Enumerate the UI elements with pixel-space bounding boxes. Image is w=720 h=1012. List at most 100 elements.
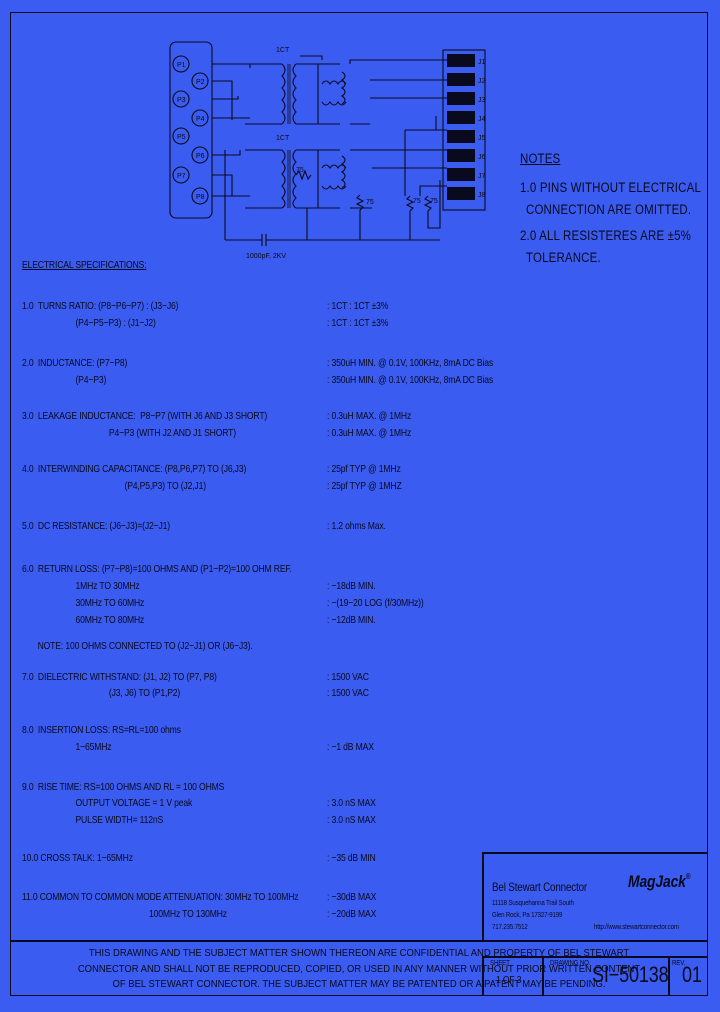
spec-row-4-value: : 0.3uH MAX. @ 1MHz (327, 410, 412, 422)
magjack-logo: MagJack® (628, 872, 691, 892)
confidential-line-3: OF BEL STEWART CONNECTOR. THE SUBJECT MA… (112, 978, 606, 990)
transformer-top (245, 55, 370, 125)
sheet-value: 1 OF 3 (496, 974, 522, 986)
spec-row-19-label: OUTPUT VOLTAGE = 1 V peak (22, 797, 193, 809)
spec-row-13-label: NOTE: 100 OHMS CONNECTED TO (J2−J1) OR (… (22, 640, 253, 652)
spec-row-12-value: : −12dB MIN. (327, 614, 376, 626)
titleblock-border-left (482, 852, 484, 940)
sheet-block-divider-2 (668, 956, 670, 996)
pin-label-p3: P3 (177, 97, 186, 104)
confidential-notice: THIS DRAWING AND THE SUBJECT MATTER SHOW… (47, 946, 672, 993)
resistor-label-4: 75 (430, 198, 438, 205)
pin-label-p4: P4 (196, 116, 205, 123)
spec-row-10-value: : −18dB MIN. (327, 580, 376, 592)
spec-row-15-label: (J3, J6) TO (P1,P2) (22, 687, 181, 699)
spec-row-3-label: (P4−P3) (22, 374, 107, 386)
spec-row-8-value: : 1.2 ohms Max. (327, 520, 386, 532)
spec-row-16-label: 8.0 INSERTION LOSS: RS=RL=100 ohms (22, 724, 181, 736)
spec-row-5-value: : 0.3uH MAX. @ 1MHz (327, 427, 412, 439)
spec-row-10-label: 1MHz TO 30MHz (22, 580, 140, 592)
confidential-line-2: CONNECTOR AND SHALL NOT BE REPRODUCED, C… (77, 962, 641, 975)
spec-row-23-label: 100MHz TO 130MHz (22, 908, 227, 920)
sheet-block-divider-1 (542, 956, 544, 996)
resistor-label-2: 75 (366, 199, 374, 206)
spec-row-20-label: PULSE WIDTH= 112nS (22, 814, 164, 826)
registered-mark: ® (685, 872, 691, 881)
drawing-frame (10, 12, 708, 996)
note-1-line-1: 1.0 PINS WITHOUT ELECTRICAL (520, 180, 702, 195)
spec-row-2-label: 2.0 INDUCTANCE: (P7−P8) (22, 357, 128, 369)
spec-row-11-value: : −(19−20 LOG (f/30MHz)) (327, 597, 424, 609)
spec-row-17-label: 1−65MHz (22, 741, 112, 753)
spec-row-1-value: : 1CT : 1CT ±3% (327, 317, 389, 329)
revision-number: 01 (682, 962, 702, 987)
capacitor-label: 1000pF, 2KV (246, 253, 286, 260)
confidential-line-1: THIS DRAWING AND THE SUBJECT MATTER SHOW… (88, 947, 630, 959)
spec-row-4-label: 3.0 LEAKAGE INDUCTANCE: P8−P7 (WITH J6 A… (22, 410, 268, 422)
note-2-line-1: 2.0 ALL RESISTERES ARE ±5% (520, 228, 692, 243)
spec-row-7-value: : 25pf TYP @ 1MHZ (327, 480, 402, 492)
pin-label-j1: J1 (478, 59, 486, 66)
pin-label-p1: P1 (177, 62, 186, 69)
titleblock-border-bottom (10, 940, 708, 942)
spec-row-5-label: P4−P3 (WITH J2 AND J1 SHORT) (22, 427, 236, 439)
resistor-label-3: 75 (413, 198, 421, 205)
pin-label-p8: P8 (196, 194, 205, 201)
company-url: http://www.stewartconnector.com (594, 922, 679, 931)
notes-title: NOTES (520, 151, 561, 166)
pin-label-p7: P7 (177, 173, 186, 180)
pin-label-j3: J3 (478, 97, 486, 104)
specs-heading: ELECTRICAL SPECIFICATIONS: (22, 259, 147, 271)
spec-row-12-label: 60MHz TO 80MHz (22, 614, 145, 626)
pin-label-j6: J6 (478, 154, 486, 161)
titleblock-border-top (482, 852, 708, 854)
schematic-diagram: P1 P2 P3 P4 P5 P6 P7 P8 (169, 41, 486, 260)
spec-row-21-value: : −35 dB MIN (327, 852, 376, 864)
sheet-label: SHEET (490, 958, 510, 967)
spec-row-0-label: 1.0 TURNS RATIO: (P8−P6−P7) : (J3−J6) (22, 300, 179, 312)
spec-row-21-label: 10.0 CROSS TALK: 1−65MHz (22, 852, 133, 864)
company-phone: 717.235.7512 (492, 922, 528, 931)
pin-label-j5: J5 (478, 135, 486, 142)
pin-label-p5: P5 (177, 134, 186, 141)
spec-row-2-value: : 350uH MIN. @ 0.1V, 100KHz, 8mA DC Bias (327, 357, 494, 369)
spec-row-9-label: 6.0 RETURN LOSS: (P7−P8)=100 OHMS AND (P… (22, 563, 292, 575)
company-address-2: Glen Rock, Pa 17327-9199 (492, 910, 563, 919)
sheet-block-border-top (482, 956, 708, 958)
company-name: Bel Stewart Connector (492, 880, 588, 894)
spec-row-17-value: : −1 dB MAX (327, 741, 374, 753)
spec-row-0-value: : 1CT : 1CT ±3% (327, 300, 389, 312)
spec-row-23-value: : −20dB MAX (327, 908, 377, 920)
spec-row-22-label: 11.0 COMMON TO COMMON MODE ATTENUATION: … (22, 891, 299, 903)
pin-label-p2: P2 (196, 79, 205, 86)
spec-row-11-label: 30MHz TO 60MHz (22, 597, 145, 609)
sheet-block-border-left (482, 956, 484, 996)
resistor-label-1: 75 (296, 167, 304, 174)
spec-row-3-value: : 350uH MIN. @ 0.1V, 100KHz, 8mA DC Bias (327, 374, 494, 386)
drawing-number-label: DRAWING NO. (550, 958, 591, 967)
rj45-housing-left (169, 41, 213, 219)
transformer-bottom (245, 149, 372, 240)
spec-row-8-label: 5.0 DC RESISTANCE: (J6−J3)=(J2−J1) (22, 520, 170, 532)
spec-row-7-label: (P4,P5,P3) TO (J2,J1) (22, 480, 206, 492)
note-1-line-2: CONNECTION ARE OMITTED. (526, 202, 692, 217)
spec-row-20-value: : 3.0 nS MAX (327, 814, 376, 826)
company-address-1: 11118 Susquehanna Trail South (492, 898, 574, 907)
spec-row-19-value: : 3.0 nS MAX (327, 797, 376, 809)
pin-label-j8: J8 (478, 192, 486, 199)
drawing-number: SI−50138 (592, 962, 669, 987)
spec-row-6-label: 4.0 INTERWINDING CAPACITANCE: (P8,P6,P7)… (22, 463, 247, 475)
spec-row-6-value: : 25pf TYP @ 1MHz (327, 463, 401, 475)
ratio-label-top: 1CT (276, 47, 290, 54)
spec-row-15-value: : 1500 VAC (327, 687, 369, 699)
pin-label-j7: J7 (478, 173, 486, 180)
pin-label-j2: J2 (478, 78, 486, 85)
revision-label: REV. (672, 958, 686, 967)
pin-label-j4: J4 (478, 116, 486, 123)
ratio-label-bottom: 1CT (276, 135, 290, 142)
spec-row-14-label: 7.0 DIELECTRIC WITHSTAND: (J1, J2) TO (P… (22, 671, 217, 683)
spec-row-14-value: : 1500 VAC (327, 671, 369, 683)
spec-row-18-label: 9.0 RISE TIME: RS=100 OHMS AND RL = 100 … (22, 781, 225, 793)
brand-text: MagJack (628, 872, 686, 891)
pin-label-p6: P6 (196, 153, 205, 160)
